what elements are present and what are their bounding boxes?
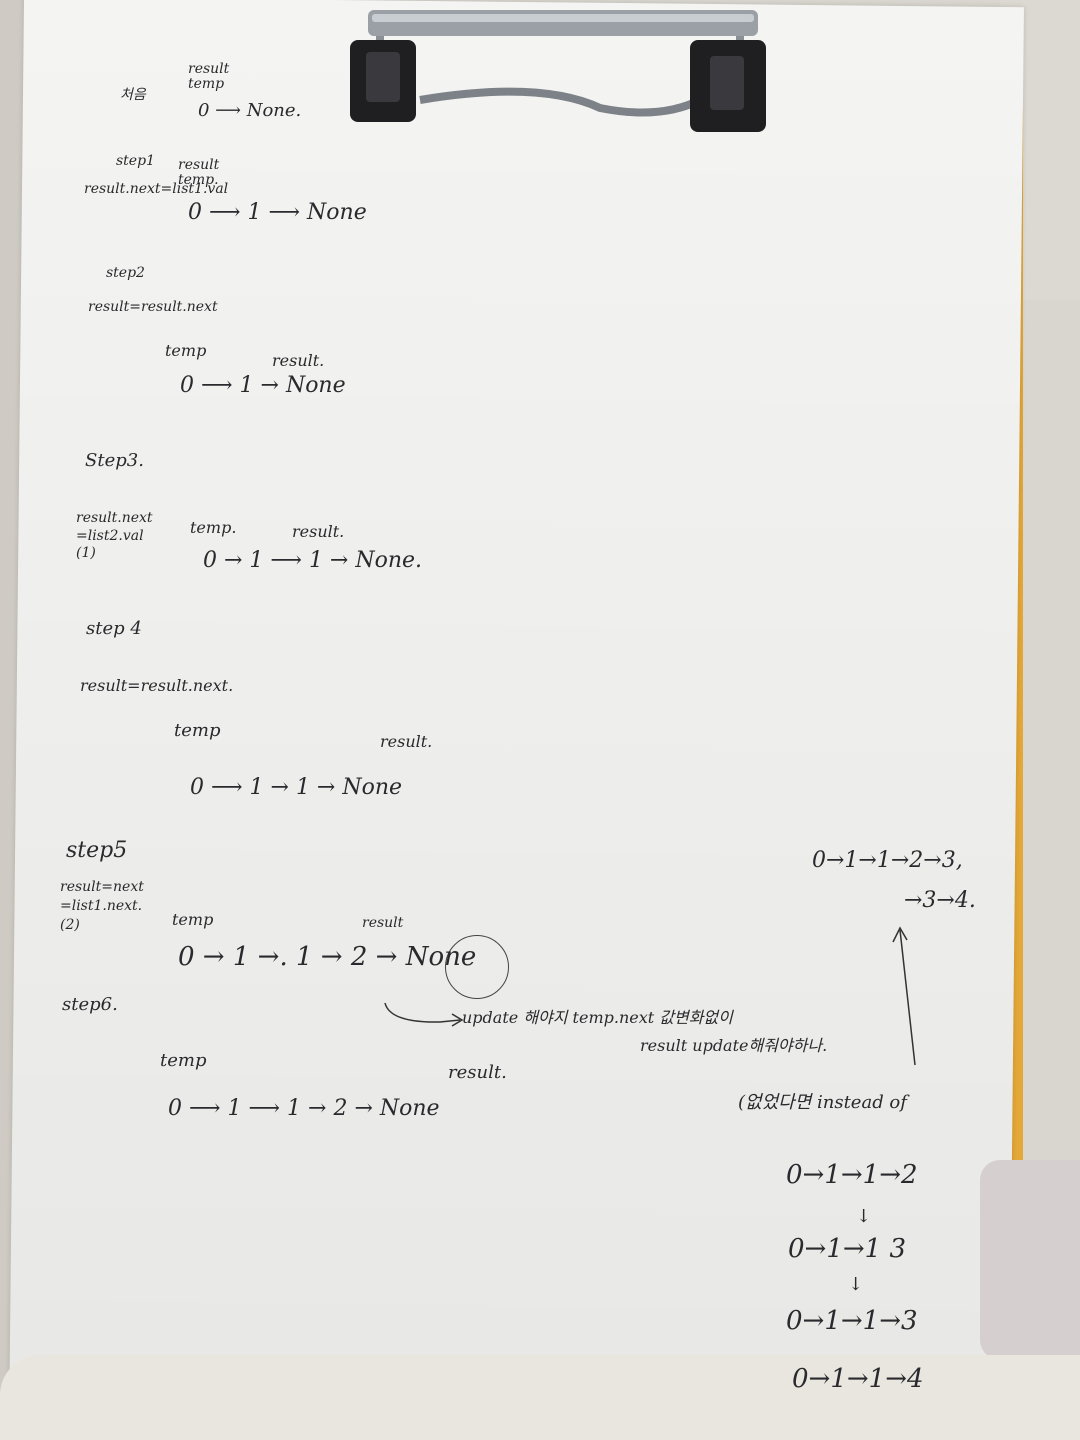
step5-code: result=next =list1.next. (2) (60, 879, 144, 933)
up-arrow-icon (892, 926, 916, 1066)
step3-chain: 0 → 1 ⟶ 1 → None. (203, 548, 423, 573)
step5-chain: 0 → 1 →. 1 → 2 → None (178, 942, 477, 972)
step2-chain: 0 ⟶ 1 → None (180, 373, 346, 398)
step5-result: result (362, 915, 404, 931)
step2-temp: temp (165, 341, 207, 360)
init-chain: 0 ⟶ None. (198, 100, 302, 121)
paper-sheet (9, 0, 1024, 1418)
step2-code: result=result.next (88, 299, 218, 315)
step6-temp: temp (160, 1050, 207, 1071)
update-note-2: result update해줘야하나. (640, 1036, 828, 1055)
step4-temp: temp (174, 720, 221, 741)
down-arrow-2: ↓ (848, 1274, 864, 1295)
down-arrow-1: ↓ (856, 1206, 872, 1227)
init-pointers: result temp (188, 61, 230, 93)
curved-arrow-icon (384, 1002, 464, 1027)
init-label: 처음 (120, 87, 146, 103)
side-result: 0→1→1→2→3, (812, 848, 963, 873)
background-fabric (980, 1160, 1080, 1360)
step2-result: result. (272, 351, 325, 370)
update-note: update 해야지 temp.next 값변화없이 (462, 1008, 733, 1027)
step5-temp: temp (172, 910, 214, 929)
step4-label: step 4 (86, 618, 142, 639)
step2-label: step2 (106, 265, 145, 281)
circled-node (445, 935, 509, 999)
side-chain-1: 0→1→1→2 (786, 1160, 918, 1190)
step4-result: result. (380, 732, 433, 751)
step3-code: result.next =list2.val (1) (76, 510, 153, 561)
step6-label: step6. (62, 994, 118, 1015)
step3-result: result. (292, 522, 345, 541)
clip-icon (350, 10, 766, 132)
step3-temp: temp. (190, 518, 237, 537)
background-towel (0, 1355, 1080, 1440)
step1-code: result.next=list1.val (84, 181, 229, 197)
side-header: (없었다면 instead of (738, 1092, 907, 1113)
step5-label: step5 (66, 838, 128, 863)
step3-label: Step3. (85, 450, 144, 471)
side-chain-2: 0→1→1 3 (788, 1234, 907, 1264)
step1-chain: 0 ⟶ 1 ⟶ None (188, 200, 367, 225)
side-result-2: →3→4. (904, 888, 976, 913)
side-chain-4: 0→1→1→4 (792, 1364, 924, 1394)
step6-result: result. (448, 1062, 507, 1083)
step4-code: result=result.next. (80, 676, 234, 695)
step1-label: step1 (116, 153, 155, 169)
step4-chain: 0 ⟶ 1 → 1 → None (190, 775, 403, 800)
step6-chain: 0 ⟶ 1 ⟶ 1 → 2 → None (168, 1096, 440, 1121)
side-chain-3: 0→1→1→3 (786, 1306, 918, 1336)
step1-pointers: result temp. (178, 157, 220, 189)
